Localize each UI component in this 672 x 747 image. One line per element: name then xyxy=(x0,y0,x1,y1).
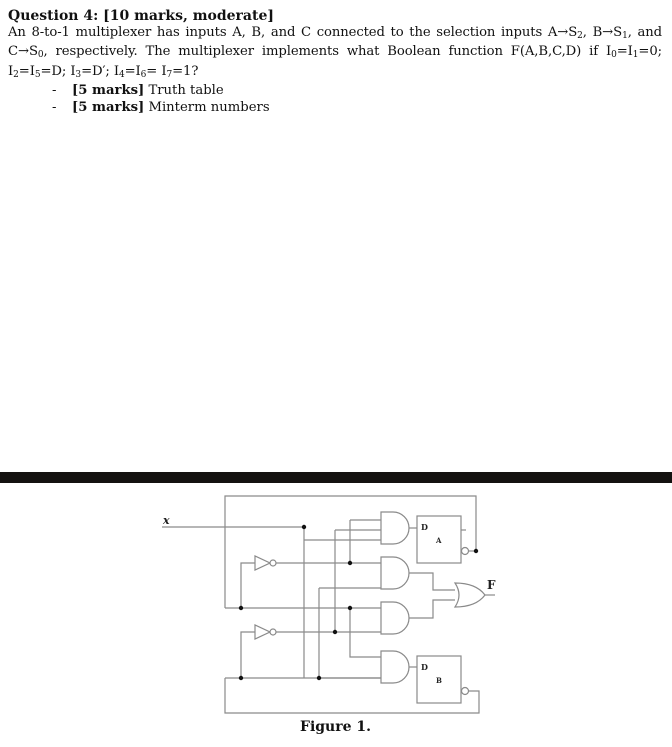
inverter-1 xyxy=(254,555,272,571)
question-body: An 8-to-1 multiplexer has inputs A, B, a… xyxy=(8,25,662,84)
body-text: = xyxy=(124,63,136,79)
body-text: = xyxy=(146,63,162,79)
subscript: 4 xyxy=(118,69,125,80)
output-f-label: F xyxy=(487,578,496,592)
body-text: , respectively. The multiplexer implemen… xyxy=(43,44,606,60)
part-item: -[5 marks] Truth table xyxy=(8,83,662,100)
separator-bar xyxy=(0,472,672,483)
ff-b-d-label: D xyxy=(421,662,428,672)
subscript: 1 xyxy=(622,30,628,41)
arrow-icon: → xyxy=(18,44,29,60)
arrow-icon: → xyxy=(602,24,614,40)
input-i4: I xyxy=(113,63,119,79)
body-text: = xyxy=(616,44,628,60)
part-marks: [5 marks] xyxy=(72,83,145,99)
and-gate-3 xyxy=(380,601,410,635)
flipflop-b xyxy=(416,655,462,704)
select-s1: S xyxy=(613,24,623,40)
input-i1: I xyxy=(627,44,633,60)
body-text: = xyxy=(18,63,30,79)
select-s0: S xyxy=(28,44,38,60)
input-i7: I xyxy=(161,63,167,79)
subscript: 0 xyxy=(611,50,617,61)
body-text: , and C xyxy=(8,24,662,60)
part-label: Truth table xyxy=(144,83,224,99)
arrow-icon: → xyxy=(557,24,569,40)
body-text: =D; xyxy=(40,63,71,79)
input-i2: I xyxy=(8,63,14,79)
input-i0: I xyxy=(605,44,612,60)
ff-b-name: B xyxy=(436,676,442,685)
body-text: =1? xyxy=(172,63,199,79)
part-item: -[5 marks] Minterm numbers xyxy=(8,100,662,117)
subscript: 2 xyxy=(13,69,19,80)
flipflop-a xyxy=(416,515,462,564)
ff-a-name: A xyxy=(435,536,442,545)
and-gate-2 xyxy=(380,556,410,590)
part-label: Minterm numbers xyxy=(144,99,270,115)
subscript: 6 xyxy=(140,69,147,80)
subscript: 3 xyxy=(75,69,82,80)
circuit-diagram: x F D A D B xyxy=(162,495,496,714)
and-gate-4 xyxy=(380,650,410,684)
input-i5: I xyxy=(29,63,35,79)
question-title: Question 4: [10 marks, moderate] xyxy=(8,8,274,24)
body-text: , B xyxy=(582,24,603,40)
subscript: 1 xyxy=(632,50,639,61)
subscript: 0 xyxy=(37,50,44,61)
and-gate-1 xyxy=(380,511,410,545)
or-gate xyxy=(453,582,486,608)
subscript: 5 xyxy=(34,69,41,80)
body-text: An 8-to-1 multiplexer has inputs A, B, a… xyxy=(8,24,558,40)
input-i3: I xyxy=(70,63,76,79)
inverter-2 xyxy=(254,624,272,640)
bullet-dash: - xyxy=(52,99,57,115)
body-text: =0; xyxy=(638,44,662,60)
body-text: =D′; xyxy=(81,63,114,79)
ff-a-d-label: D xyxy=(421,522,428,532)
subscript: 7 xyxy=(166,69,173,80)
subscript: 2 xyxy=(577,30,583,41)
input-i6: I xyxy=(135,63,141,79)
bullet-dash: - xyxy=(52,83,57,99)
select-s2: S xyxy=(568,24,578,40)
figure-caption: Figure 1. xyxy=(300,719,371,735)
question-parts: -[5 marks] Truth table -[5 marks] Minter… xyxy=(8,83,662,116)
input-x-label: x xyxy=(162,514,170,527)
question-block: Question 4: [10 marks, moderate] An 8-to… xyxy=(8,8,662,117)
part-marks: [5 marks] xyxy=(72,99,145,115)
